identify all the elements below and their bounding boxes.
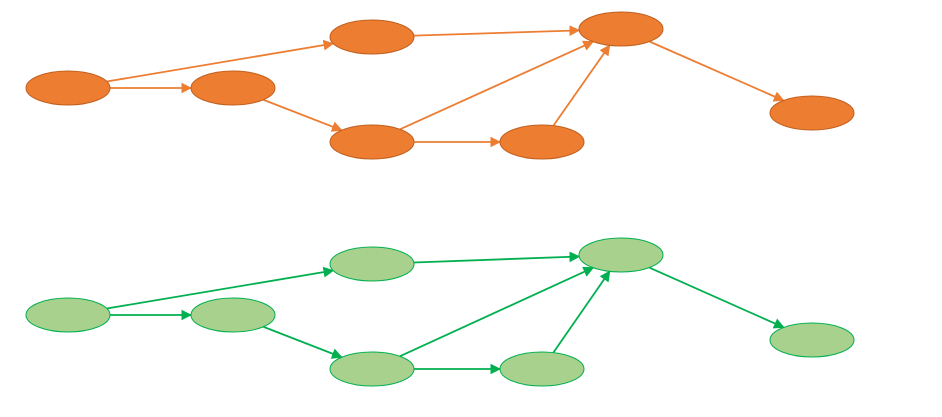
node-g xyxy=(769,322,855,358)
node-c xyxy=(329,19,415,55)
node-g xyxy=(769,95,855,131)
edge-e-to-f xyxy=(552,44,611,127)
node-c xyxy=(329,246,415,282)
node-b xyxy=(190,70,276,106)
node-d xyxy=(329,351,415,387)
edge-d-to-f xyxy=(399,266,595,358)
edge-c-to-f xyxy=(413,251,581,264)
node-b xyxy=(190,297,276,333)
edge-b-to-d xyxy=(262,98,343,132)
node-f xyxy=(578,11,664,47)
edge-f-to-g xyxy=(648,266,785,329)
green-graph xyxy=(25,237,855,387)
edge-e-to-f xyxy=(552,270,611,354)
node-d xyxy=(329,124,415,160)
node-e xyxy=(499,351,585,387)
node-a xyxy=(25,297,111,333)
edge-a-to-c xyxy=(106,39,335,83)
edge-f-to-g xyxy=(649,40,785,102)
edge-c-to-f xyxy=(413,25,581,37)
node-e xyxy=(499,124,585,160)
orange-graph xyxy=(25,11,855,160)
edge-b-to-d xyxy=(262,325,343,359)
edge-a-to-c xyxy=(106,266,335,310)
node-a xyxy=(25,70,111,106)
node-f xyxy=(578,237,664,273)
edge-d-to-f xyxy=(399,40,595,131)
